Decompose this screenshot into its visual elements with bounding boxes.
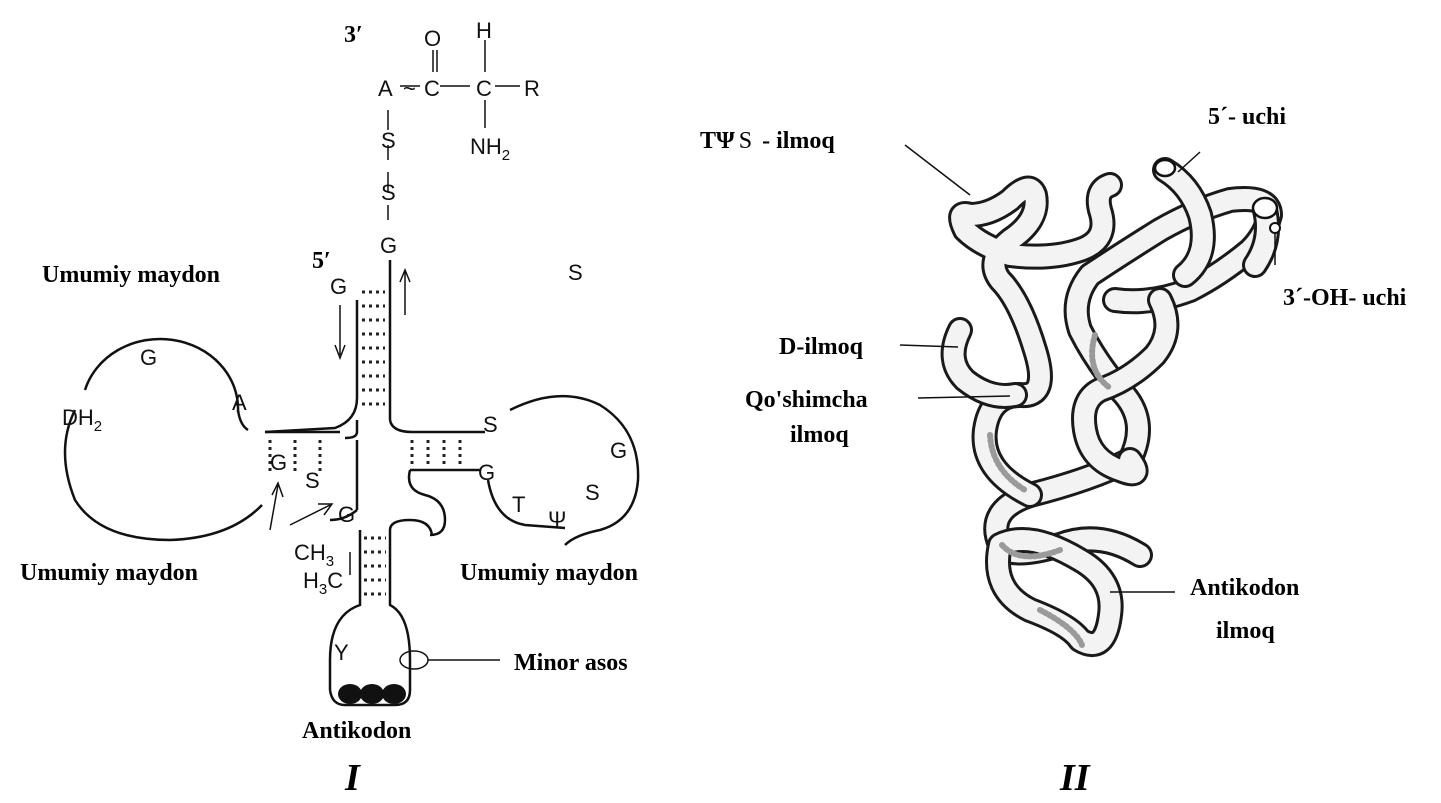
acceptor-base-3: G <box>380 233 397 258</box>
end-5-prime: 5′ <box>312 248 331 274</box>
label-common-area-left: Umumiy maydon <box>20 560 198 586</box>
figure-label-i: I <box>344 757 361 799</box>
methyl-h3c: H3C <box>303 568 343 598</box>
t-loop-base-s: S <box>585 480 600 505</box>
aminoacid-oxygen: O <box>424 26 441 51</box>
aminoacid-hydrogen: H <box>476 18 492 43</box>
label-anticodon-loop-line2: ilmoq <box>1216 618 1275 644</box>
anticodon-loop-base-y: Y <box>334 640 349 665</box>
anticodon-stem-left <box>330 530 360 690</box>
aminoacid-tilde: ~ <box>403 76 416 101</box>
end-3-prime: 3′ <box>344 22 363 48</box>
t-loop-base-g: G <box>610 438 627 463</box>
aminoacid-carbon-1: C <box>424 76 440 101</box>
label-s-right: S <box>568 260 583 285</box>
anticodon-stem-pairs <box>364 538 386 594</box>
minor-base-icon <box>400 651 428 669</box>
pointer-tpsi-loop <box>905 145 970 195</box>
aminoacid-a: A <box>378 76 393 101</box>
acceptor-base-1: S <box>381 128 396 153</box>
acceptor-stem-left-strand <box>265 300 357 432</box>
d-stem-base-s: S <box>305 468 320 493</box>
acceptor-base-2: S <box>381 180 396 205</box>
label-common-area-right: Umumiy maydon <box>460 560 638 586</box>
cloverleaf-structure <box>65 40 638 705</box>
pointer-5-end <box>1178 152 1200 172</box>
label-extra-loop-line2: ilmoq <box>790 422 849 448</box>
label-common-area-top: Umumiy maydon <box>42 262 220 288</box>
arrow-up-left-icon <box>270 483 283 530</box>
label-3-end: 3´-OH- uchi <box>1283 285 1407 311</box>
d-loop-base-a: A <box>232 390 247 415</box>
d-stem-base-g: G <box>270 450 287 475</box>
arrow-up-icon <box>400 270 410 315</box>
acceptor-base-5prime: G <box>330 274 347 299</box>
t-loop-base-t: T <box>512 492 525 517</box>
three-end-cap-icon <box>1253 198 1277 218</box>
anticodon-triplet <box>338 684 406 704</box>
label-5-end: 5´- uchi <box>1208 104 1286 130</box>
aminoacid-amine: NH2 <box>470 134 510 164</box>
label-minor-base: Minor asos <box>514 650 628 676</box>
d-loop-base-g: G <box>140 345 157 370</box>
acceptor-stem-pairs <box>362 292 385 404</box>
trna-3d-tube <box>954 160 1280 645</box>
methyl-ch3: CH3 <box>294 540 334 570</box>
t-stem-base-g: G <box>478 460 495 485</box>
arrow-down-icon <box>335 305 345 358</box>
anticodon-stem-base-g: G <box>338 502 355 527</box>
arrow-right-icon <box>290 504 332 525</box>
label-anticodon-loop-line1: Antikodon <box>1190 575 1299 601</box>
t-loop-outer-arc <box>510 396 638 545</box>
aminoacid-carbon-2: C <box>476 76 492 101</box>
label-extra-loop-line1: Qo'shimcha <box>745 387 868 413</box>
t-stem-top-strand <box>390 420 485 432</box>
label-d-loop: D-ilmoq <box>779 334 864 360</box>
figure-label-ii: II <box>1059 757 1091 799</box>
label-anticodon: Antikodon <box>302 718 411 744</box>
five-end-cap-icon <box>1155 160 1175 176</box>
t-loop-base-psi: Ψ <box>548 507 566 532</box>
hydroxyl-icon <box>1270 223 1280 233</box>
d-loop-upper-arc <box>85 339 248 430</box>
t-stem-pairs <box>412 440 460 468</box>
aminoacid-r-group: R <box>524 76 540 101</box>
aminoacid-bonds <box>400 40 520 128</box>
t-stem-base-s: S <box>483 412 498 437</box>
